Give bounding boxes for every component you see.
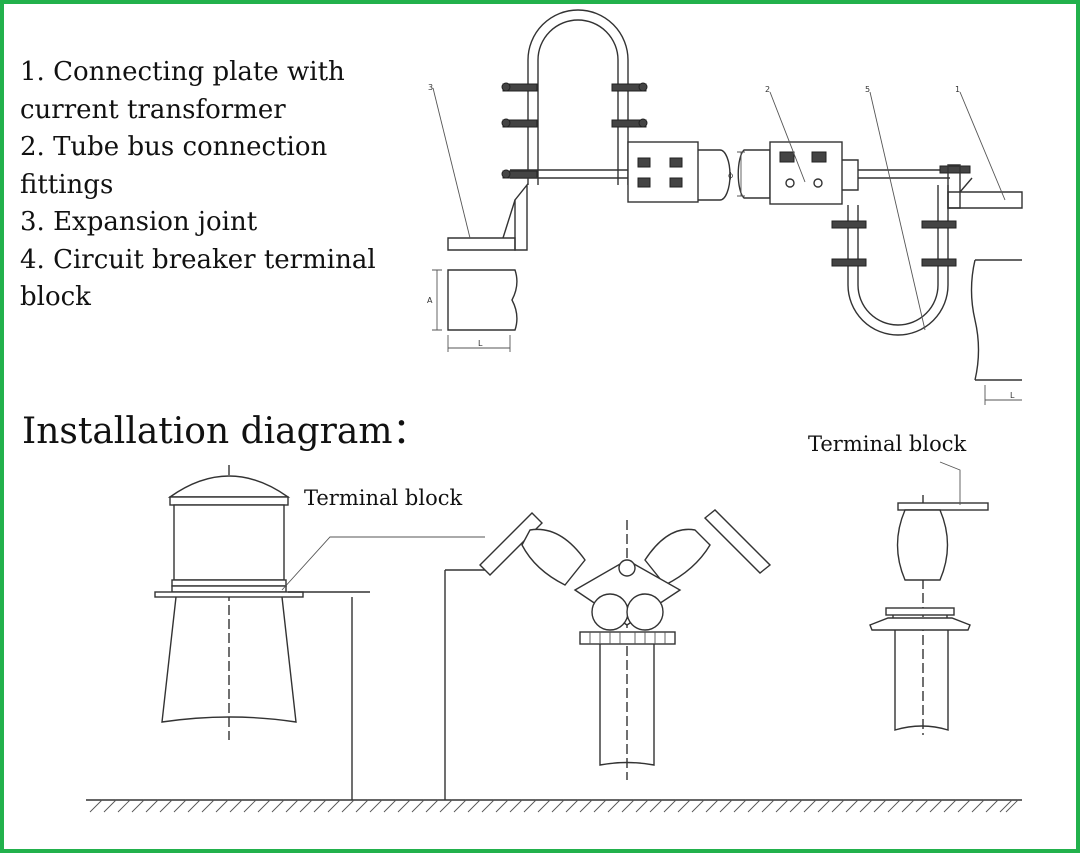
- callout-5: 5: [865, 85, 870, 94]
- installation-diagram-title: Installation diagram：: [22, 411, 429, 452]
- top-assembly-drawing: ϕ 3: [427, 9, 1023, 405]
- legend-item: 1. Connecting plate with current transfo…: [20, 57, 345, 125]
- plate-section-detail-right: L: [970, 259, 1022, 405]
- expansion-joint-left: [501, 9, 648, 185]
- expansion-joint-right: [831, 165, 971, 336]
- terminal-leader-left: [281, 536, 485, 591]
- tube-bus-clamp-left: [627, 141, 731, 203]
- callout-diameter: ϕ: [728, 171, 733, 180]
- callout-leaders: 3 2 5 1: [428, 83, 1006, 331]
- legend-item: 2. Tube bus connection fittings: [20, 132, 328, 200]
- callout-3: 3: [428, 83, 433, 92]
- callout-2: 2: [765, 85, 770, 94]
- tube-bus: [737, 149, 771, 199]
- callout-l-right: L: [1010, 391, 1015, 400]
- y-type-breaker: [444, 509, 772, 800]
- ground-hatching: [86, 799, 1022, 813]
- component-legend: 1. Connecting plate with current transfo…: [20, 54, 410, 317]
- callout-l: L: [478, 339, 483, 348]
- legend-item: 4. Circuit breaker terminal block: [20, 244, 376, 313]
- rod-right: [858, 169, 950, 179]
- terminal-block-label-left: Terminal block: [304, 486, 463, 510]
- terminal-leader-right: [939, 461, 961, 505]
- callout-1: 1: [955, 85, 960, 94]
- post-insulator-right: [869, 495, 989, 735]
- circuit-breaker-left: [154, 465, 370, 800]
- rod-left: [510, 169, 628, 179]
- callout-a: A: [427, 296, 433, 305]
- plate-section-detail: A L: [427, 269, 518, 352]
- installation-drawing: [86, 461, 1022, 813]
- connecting-plate-right: [947, 164, 1023, 209]
- legend-item: 3. Expansion joint: [20, 207, 258, 237]
- tube-bus-clamp-right: [769, 141, 859, 205]
- angle-bracket-left: [447, 183, 528, 251]
- terminal-block-label-right: Terminal block: [808, 432, 967, 456]
